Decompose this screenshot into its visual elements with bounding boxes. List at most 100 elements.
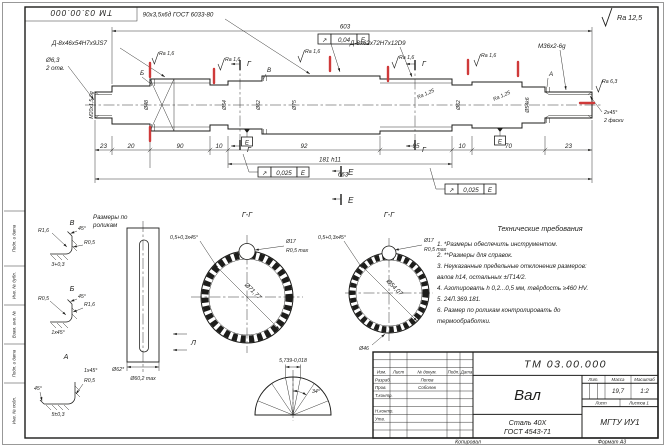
section-title: Г-Г bbox=[384, 210, 395, 219]
tb-signature-name: Попов bbox=[421, 377, 434, 382]
ra-label: Ra 1,6 bbox=[159, 51, 174, 57]
doc-number-flipped: ТМ 03.00.000 bbox=[50, 8, 113, 17]
extension-lines bbox=[94, 120, 593, 183]
radius-label: R1,6 bbox=[84, 302, 95, 308]
dim-value: 10 bbox=[216, 143, 223, 150]
detail-a: А R0,5 45° 1х45° 5±0,3 bbox=[34, 352, 97, 418]
roller-radius: R0,5 max bbox=[424, 247, 447, 253]
roller-circle bbox=[381, 245, 397, 261]
spline-teeth-ring bbox=[349, 253, 429, 333]
section-letter-e: Е bbox=[348, 196, 354, 205]
section-letter-g: Г bbox=[422, 145, 427, 154]
tb-material: Сталь 40Х bbox=[509, 418, 548, 427]
spline-section-lines bbox=[149, 78, 452, 132]
section-letter-g: Г bbox=[247, 59, 252, 68]
radius-label: R0,5 bbox=[84, 378, 95, 384]
datum-flag-left: Е bbox=[241, 129, 253, 147]
tb-doc-number: ТМ 03.00.000 bbox=[524, 359, 607, 371]
chamfer-note: 2х45° bbox=[603, 110, 617, 116]
shaft-main-view bbox=[85, 75, 602, 135]
side-label: Инв. № подл. bbox=[12, 397, 17, 424]
tb-mass-value: 19,7 bbox=[612, 388, 625, 395]
view-letter-l: Л bbox=[190, 338, 196, 347]
roughness-icon bbox=[601, 7, 613, 27]
ra-label: Ra 1,6 bbox=[305, 49, 320, 55]
thread-left-label: М20х1,5-6g bbox=[89, 91, 95, 119]
radius-label: R1,6 bbox=[38, 228, 49, 234]
detail-letter: А bbox=[63, 352, 69, 361]
techreq-line: 5. 24Л.369.181. bbox=[437, 296, 481, 303]
ra-slanted: Ra 1,25 bbox=[492, 90, 511, 103]
techreq-line: валов h14, остальных ±IT14/2. bbox=[437, 274, 526, 281]
chamfer-note-qty: 2 фаски bbox=[603, 118, 624, 124]
runout-frame: ↗ 0,04 Е bbox=[317, 33, 370, 73]
roller-dia: Ø17 bbox=[423, 238, 435, 244]
angle-label: 45° bbox=[78, 226, 86, 232]
thread-lines bbox=[94, 91, 593, 119]
section-letter-g: Г bbox=[422, 59, 427, 68]
ra-label: Ra 6,3 bbox=[602, 79, 617, 85]
detail-v: В R1,6 R0,5 45° 3+0,3 bbox=[38, 218, 95, 268]
detail-dim: 3+0,3 bbox=[51, 262, 64, 268]
tb-signature-name: Соболев bbox=[418, 385, 436, 390]
detail-dim: 1х45° bbox=[51, 330, 64, 336]
chamfer-note: 0,5+0,3х45° bbox=[170, 235, 198, 241]
point-letter-a: А bbox=[548, 71, 553, 78]
dia-label: Ø75 bbox=[292, 100, 298, 111]
tb-role: Пров. bbox=[375, 385, 387, 390]
ra-label: Ra 1,6 bbox=[399, 55, 414, 61]
tolerance-frame-right: ↗ 0,025 Е bbox=[429, 167, 497, 195]
rollers-note: Размеры по bbox=[93, 214, 128, 221]
section-circle-1: Г-Г Ø71,77 0,5+0,3х45° Ø17 R0,5 max bbox=[170, 210, 309, 353]
runout-value: 0,04 bbox=[338, 37, 351, 44]
spline-left-label: Д-8х46х54Н7х9JS7 bbox=[51, 40, 107, 47]
bottom-dimensions: 23 20 90 10 92 95 10 70 23 181 h11 663 ↗… bbox=[94, 120, 593, 195]
chamfer-note: 0,5+0,3х45° bbox=[318, 235, 346, 241]
over-rollers-dim: Ø54,07 bbox=[384, 277, 404, 297]
detail-dim: 5±0,3 bbox=[52, 412, 65, 418]
angle-dim: 34° bbox=[312, 389, 320, 395]
techreq-line: 3. Неуказанные предельные отклонения раз… bbox=[437, 263, 587, 270]
techreq-line: 2. **Размеры для справок. bbox=[436, 252, 513, 259]
dim-603: 603 bbox=[340, 24, 351, 31]
title-block-major-lines bbox=[472, 352, 658, 438]
techreq-line: термообработки. bbox=[437, 318, 491, 325]
roller-dia: Ø17 bbox=[285, 239, 297, 245]
point-letter-b: Б bbox=[140, 70, 144, 77]
tol-datum: Е bbox=[301, 170, 306, 177]
dia-label: Ø48 bbox=[144, 100, 150, 111]
section-circle-2: Г-Г Ø54,07 0,5+0,3х45° Ø17 R0,5 max Ø46 bbox=[318, 210, 447, 352]
bar-dia: Ø62* bbox=[111, 367, 125, 373]
tolerance-frame-left: ↗ 0,025 Е bbox=[242, 153, 310, 178]
tb-col-header: Изм. bbox=[377, 369, 386, 374]
dim-total: 663 bbox=[338, 172, 349, 179]
tb-part-name: Вал bbox=[514, 387, 541, 404]
detail-letter: В bbox=[70, 218, 75, 227]
tooth-thickness-dim: 5,739-0,018 bbox=[279, 358, 307, 364]
techreq-heading: Технические требования bbox=[497, 224, 582, 233]
thread-right-label: М36х2-6g bbox=[538, 43, 566, 50]
tol-datum: Е bbox=[488, 187, 493, 194]
detail-letter: Б bbox=[70, 284, 75, 293]
techreq-line: 6. Размер по роликам контролировать до bbox=[437, 307, 561, 314]
tol-symbol: ↗ bbox=[262, 170, 267, 177]
copied-label: Копировал bbox=[455, 440, 481, 446]
side-label: Взам. инв. № bbox=[12, 311, 17, 338]
diameter-labels: М20х1,5-6g Ø48 Ø54 Ø62 Ø75 Ø62 Ø54k6 Б В… bbox=[89, 67, 553, 119]
radius-label: R0,5 bbox=[84, 240, 95, 246]
dim-mid: 181 h11 bbox=[319, 157, 341, 164]
datum-letter: Е bbox=[498, 138, 503, 145]
dim-value: 23 bbox=[564, 143, 572, 150]
tb-mass-header: Масса bbox=[612, 377, 626, 382]
tb-role: Разраб. bbox=[375, 377, 391, 382]
dim-value: 10 bbox=[459, 143, 466, 150]
dim-value: 20 bbox=[127, 143, 135, 150]
tb-scale-value: 1:2 bbox=[640, 388, 649, 395]
general-roughness-value: Ra 12,5 bbox=[617, 13, 643, 22]
tb-col-header: № докум. bbox=[417, 369, 436, 374]
tb-material-gost: ГОСТ 4543-71 bbox=[504, 427, 551, 436]
dim-value: 95 bbox=[413, 143, 420, 150]
